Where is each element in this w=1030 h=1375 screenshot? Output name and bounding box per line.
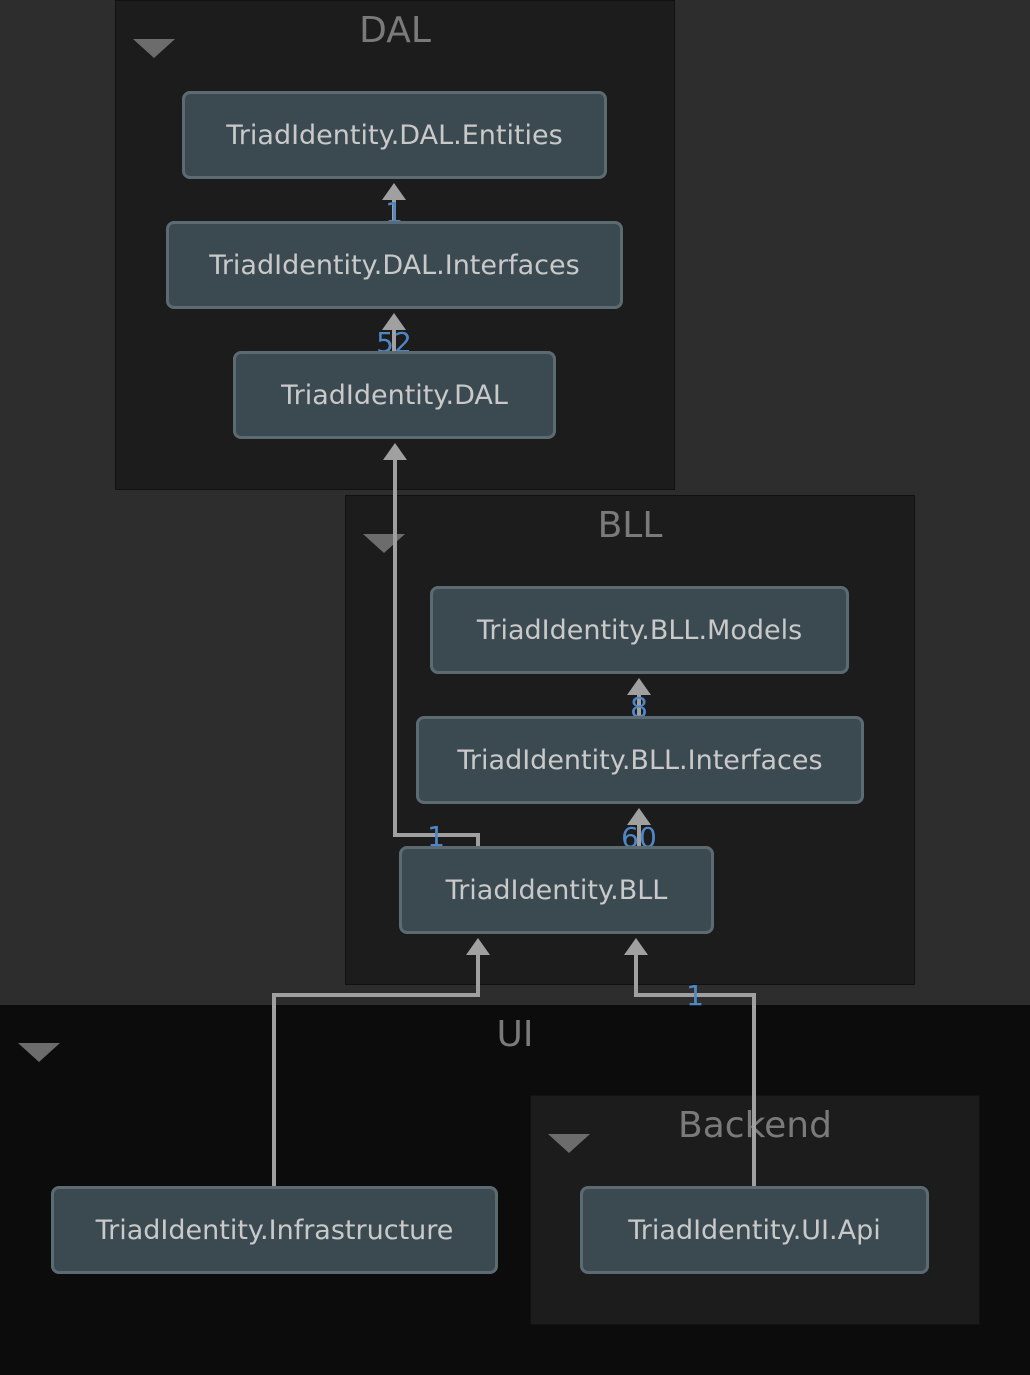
node-bll[interactable]: TriadIdentity.BLL bbox=[399, 846, 714, 934]
triangle-down-icon[interactable] bbox=[133, 39, 175, 58]
node-infrastructure[interactable]: TriadIdentity.Infrastructure bbox=[51, 1186, 498, 1274]
node-dal-interfaces[interactable]: TriadIdentity.DAL.Interfaces bbox=[166, 221, 623, 309]
node-bll-interfaces[interactable]: TriadIdentity.BLL.Interfaces bbox=[416, 716, 864, 804]
group-title-dal: DAL bbox=[359, 10, 431, 51]
node-bll-models[interactable]: TriadIdentity.BLL.Models bbox=[430, 586, 849, 674]
node-dal-entities[interactable]: TriadIdentity.DAL.Entities bbox=[182, 91, 607, 179]
triangle-down-icon[interactable] bbox=[548, 1134, 590, 1153]
triangle-down-icon[interactable] bbox=[18, 1043, 60, 1062]
node-ui-api[interactable]: TriadIdentity.UI.Api bbox=[580, 1186, 929, 1274]
node-dal[interactable]: TriadIdentity.DAL bbox=[233, 351, 556, 439]
group-title-ui: UI bbox=[496, 1014, 534, 1055]
group-title-bll: BLL bbox=[597, 505, 663, 546]
group-title-backend: Backend bbox=[678, 1105, 832, 1146]
